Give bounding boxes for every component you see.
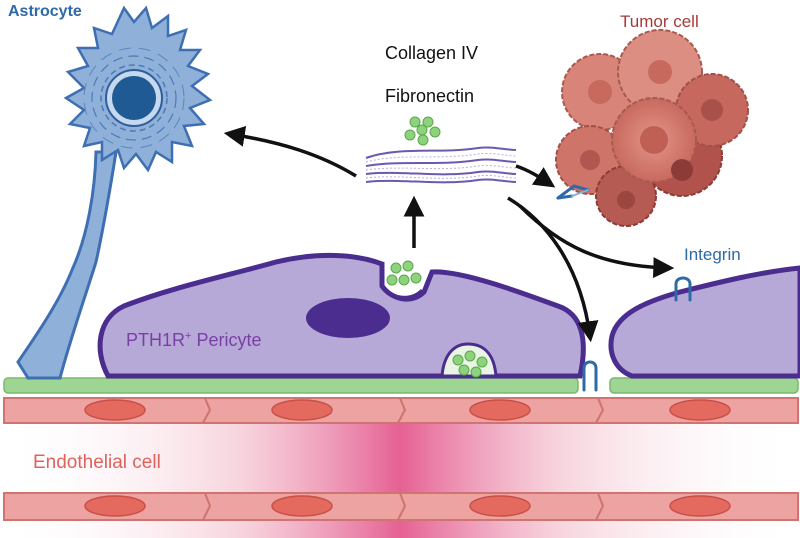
flow-arrows (223, 125, 675, 343)
tumor-cell-label: Tumor cell (620, 12, 699, 31)
endothelial-layer-bottom (3, 492, 799, 521)
pericyte-label-main: PTH1R (126, 330, 186, 350)
pericyte-label: PTH1R+ Pericyte (126, 330, 261, 351)
pericyte-label-rest: Pericyte (191, 330, 262, 350)
endothelial-label: Endothelial cell (33, 452, 161, 473)
astrocyte-cell (16, 5, 213, 380)
basement-membrane (3, 377, 799, 394)
secreted-vesicles (404, 116, 441, 146)
pericyte-vesicles (386, 260, 488, 378)
membrane-integrins (582, 276, 692, 392)
astrocyte-label: Astrocyte (8, 3, 82, 20)
ecm-fibers (365, 146, 517, 184)
fibronectin-label: Fibronectin (385, 86, 475, 106)
integrin-label: Integrin (684, 245, 741, 264)
pericyte-cell (97, 252, 586, 379)
pericyte-label-sup: + (185, 330, 192, 342)
tumor-cell-cluster (555, 29, 749, 227)
collagen-label: Collagen IV (385, 43, 479, 63)
endothelial-layer-top (3, 397, 799, 424)
right-cell (608, 265, 800, 379)
tumor-integrin (556, 184, 590, 200)
